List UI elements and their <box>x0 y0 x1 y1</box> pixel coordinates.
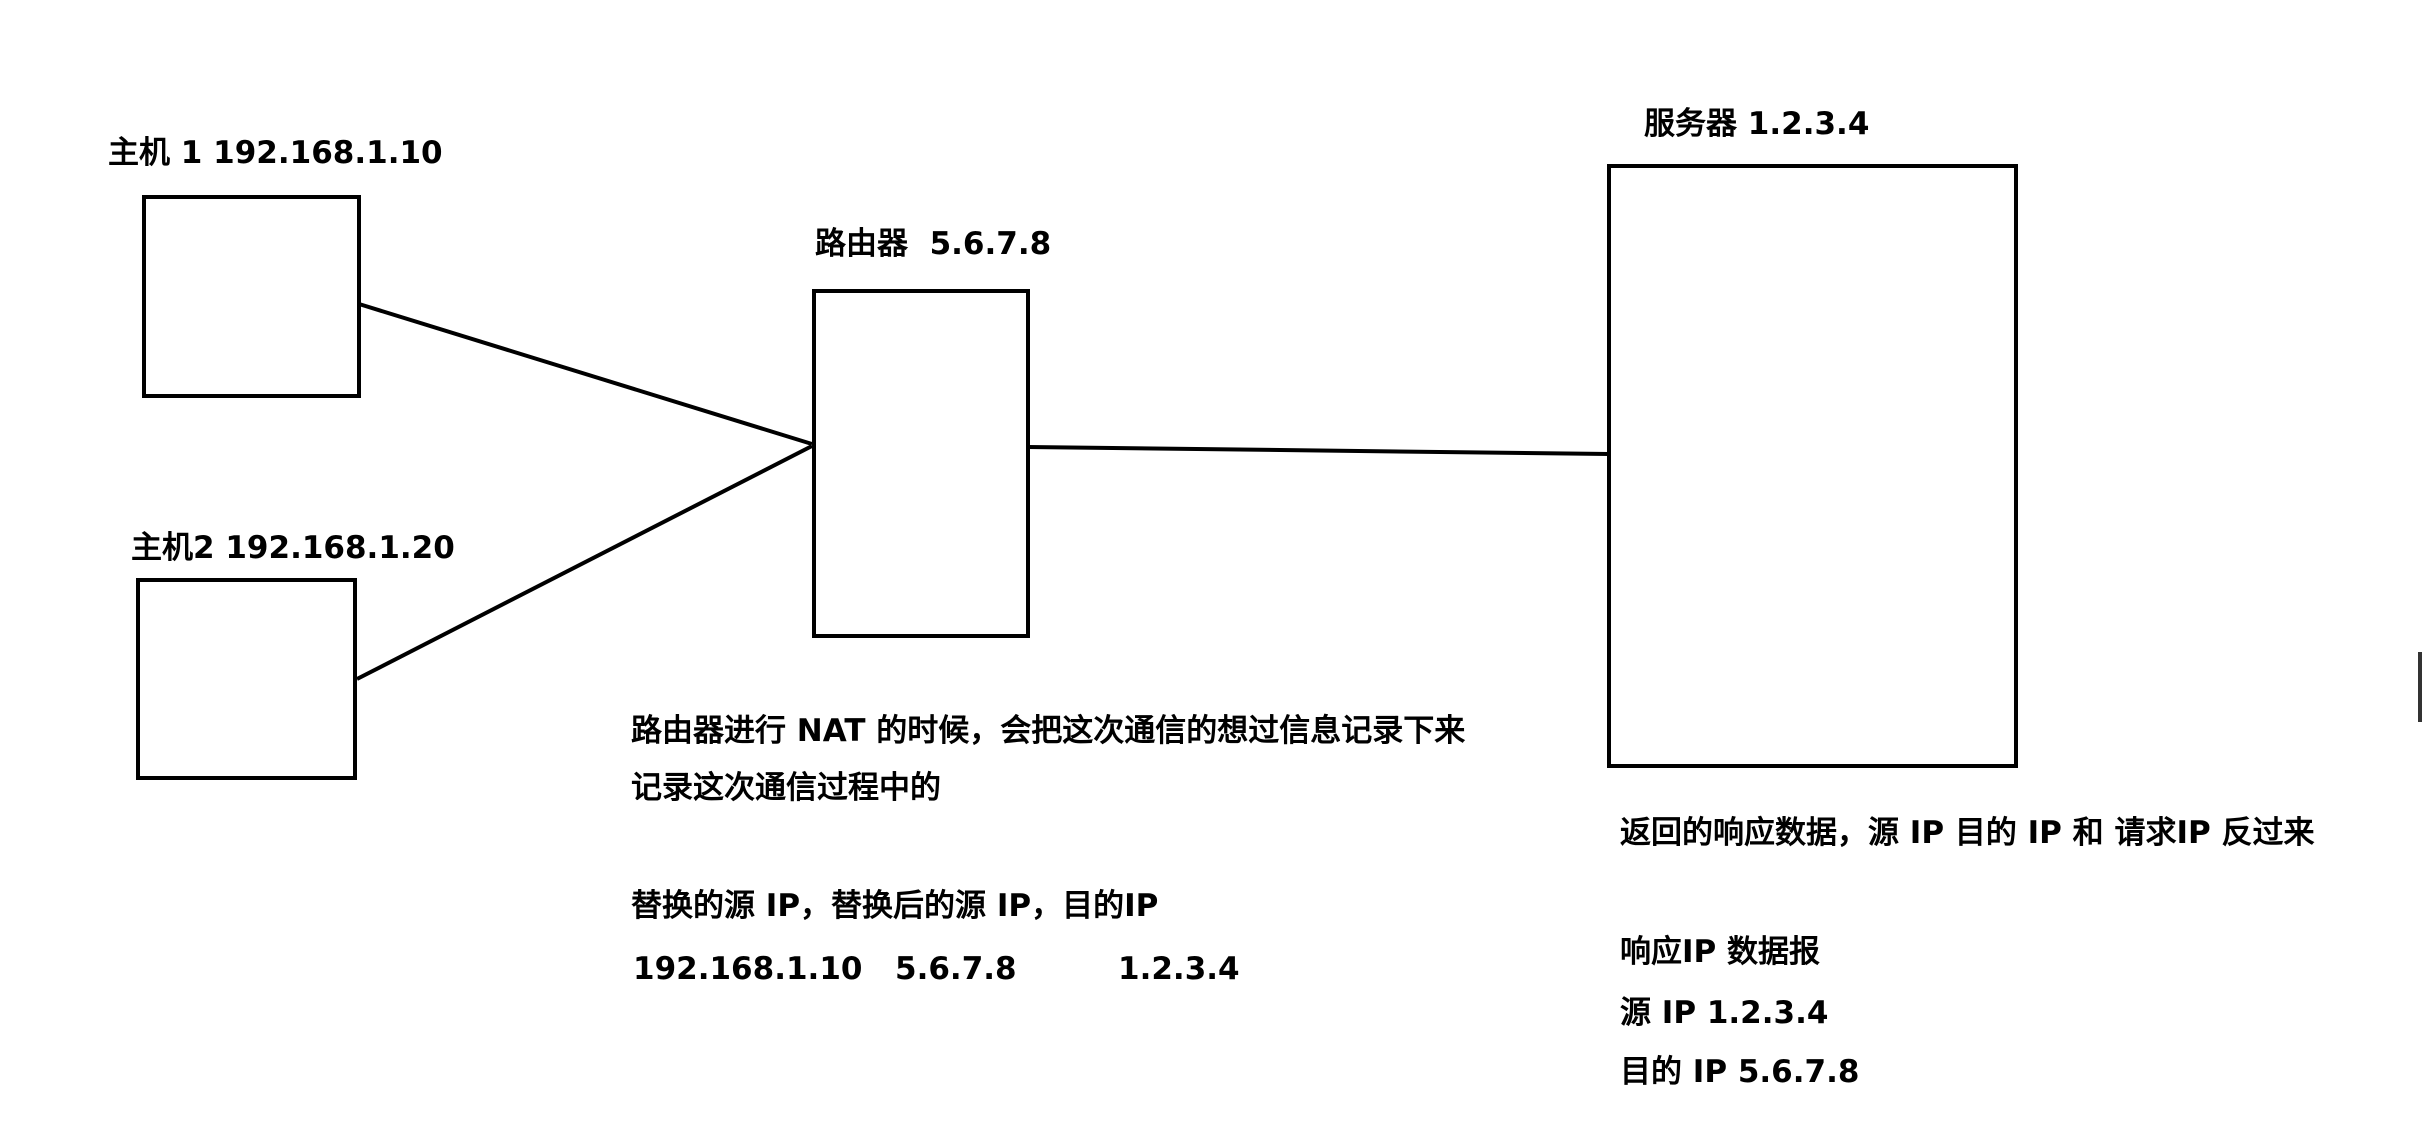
host1-label: 主机 1 192.168.1.10 <box>108 135 443 171</box>
link-host1-router <box>358 302 813 446</box>
nat-table-destination: 1.2.3.4 <box>1118 951 1240 987</box>
host2-box <box>136 578 357 780</box>
host1-box <box>142 195 361 398</box>
nat-table-replaced-source: 5.6.7.8 <box>895 951 1017 987</box>
host2-label: 主机2 192.168.1.20 <box>131 530 455 566</box>
link-router-server <box>1027 445 1610 456</box>
router-note-line2: 记录这次通信过程中的 <box>631 770 941 806</box>
nat-table-original-source: 192.168.1.10 <box>633 951 863 987</box>
link-host2-router <box>356 444 813 681</box>
nat-table-header: 替换的源 IP，替换后的源 IP，目的IP <box>631 888 1159 924</box>
response-packet-title: 响应IP 数据报 <box>1620 934 1821 970</box>
server-box <box>1607 164 2018 768</box>
router-box <box>812 289 1030 638</box>
response-destination-ip: 目的 IP 5.6.7.8 <box>1620 1054 1860 1090</box>
response-source-ip: 源 IP 1.2.3.4 <box>1620 995 1829 1031</box>
router-label: 路由器 5.6.7.8 <box>815 226 1052 262</box>
window-edge-marker <box>2418 652 2422 722</box>
server-note-line1: 返回的响应数据，源 IP 目的 IP 和 请求IP 反过来 <box>1620 815 2315 851</box>
server-label: 服务器 1.2.3.4 <box>1644 106 1870 142</box>
router-note-line1: 路由器进行 NAT 的时候，会把这次通信的想过信息记录下来 <box>631 713 1466 749</box>
